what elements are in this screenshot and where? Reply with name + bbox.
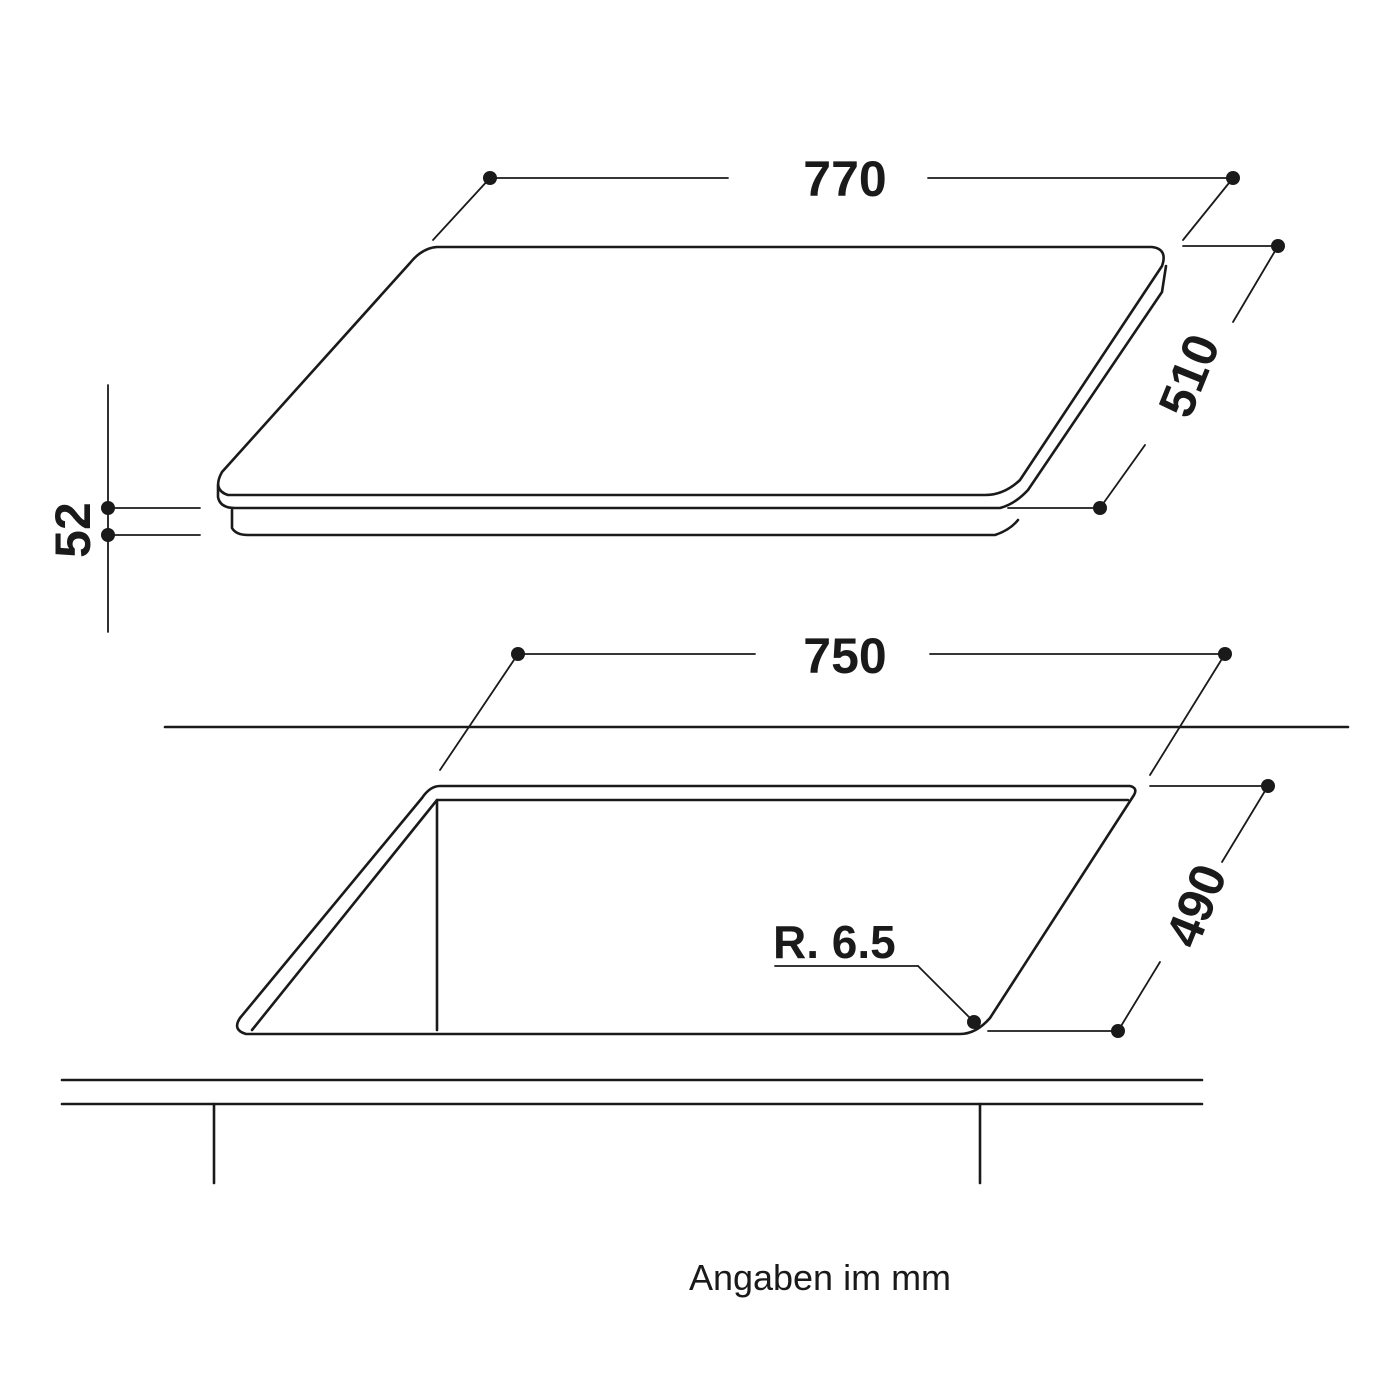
cooktop-height-label: 52 [45, 502, 101, 558]
cutout-width-dimension: 750 [439, 628, 1232, 776]
cooktop-top-surface [216, 245, 1165, 497]
cooktop-outline [216, 245, 1168, 537]
dimension-endpoint [483, 171, 497, 185]
dimension-endpoint [1111, 1024, 1125, 1038]
radius-leader-endpoint [967, 1015, 981, 1029]
cooktop-width-dimension: 770 [432, 151, 1240, 241]
dimension-endpoint [1261, 779, 1275, 793]
cooktop-depth-dimension: 510 [1007, 239, 1285, 515]
cutout-inner-edge [250, 798, 1130, 1032]
cutout-depth-label: 490 [1155, 856, 1238, 954]
dimension-endpoint [1093, 501, 1107, 515]
dimension-endpoint [1271, 239, 1285, 253]
worktop-and-cabinet [60, 1078, 1204, 1185]
cutout-outline [235, 784, 1137, 1036]
cooktop-width-label: 770 [803, 151, 886, 207]
cooktop-height-dimension: 52 [45, 384, 201, 633]
cutout-width-label: 750 [803, 628, 886, 684]
cooktop-body [230, 508, 1020, 537]
dimension-endpoint [511, 647, 525, 661]
cutout-outer-edge [235, 784, 1137, 1036]
cutout-radius-callout: R. 6.5 [773, 916, 981, 1029]
cutout-depth-dimension: 490 [987, 779, 1275, 1038]
cooktop-glass-edge [216, 264, 1168, 510]
units-note: Angaben im mm [689, 1257, 951, 1298]
dimension-endpoint [101, 528, 115, 542]
cooktop-depth-label: 510 [1148, 326, 1231, 424]
cutout-radius-label: R. 6.5 [773, 916, 896, 968]
dimension-endpoint [101, 501, 115, 515]
dimension-endpoint [1218, 647, 1232, 661]
dimension-endpoint [1226, 171, 1240, 185]
